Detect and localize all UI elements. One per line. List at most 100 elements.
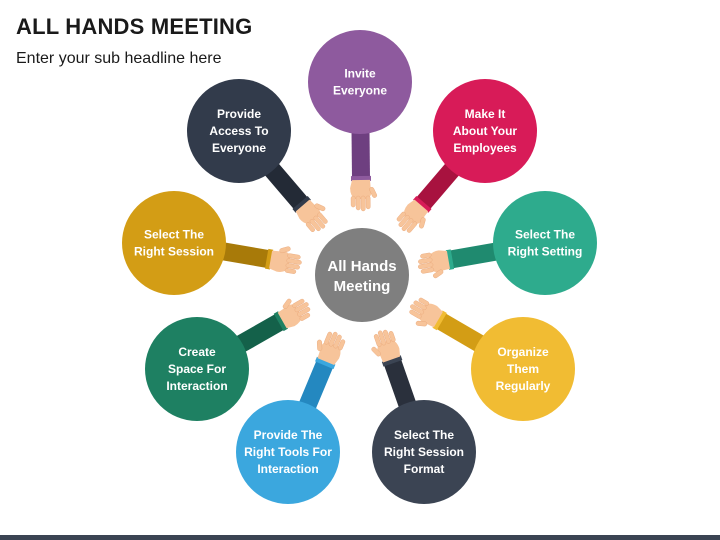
hand-thumb [314,203,326,212]
sleeve-arm [263,161,310,212]
hand-finger [360,195,366,212]
hand-icon [277,298,311,329]
hand-icon [295,199,328,233]
sleeve-arm [414,161,461,212]
hand-finger [365,195,371,210]
sleeve-cuff [273,311,288,332]
hand-finger [284,268,297,274]
hand-finger [418,297,430,306]
sleeve-cuff [264,248,274,270]
hand-finger [388,331,396,343]
node-circle [122,191,226,295]
footer-bar [0,535,720,540]
hand-finger [409,309,422,319]
hand-finger [317,212,328,224]
sleeve-arm [433,311,487,353]
hand-finger [333,334,342,349]
sleeve-cuff [445,249,455,270]
center-hub-circle [315,228,409,322]
sleeve-cuff [315,356,336,370]
hand-thumb [317,339,323,352]
sleeve-cuff [413,195,432,213]
hand-icon [317,331,346,366]
hand-finger [328,331,338,347]
hand-icon [418,250,451,279]
sleeve-arm [446,242,500,269]
hand-finger [355,195,361,211]
hand-finger [292,298,305,308]
hand-finger [396,211,406,222]
hand-icon [269,246,302,274]
sleeve-arm [298,358,335,412]
hand-finger [377,330,387,346]
hand-finger [299,312,311,321]
sleeve-cuff [292,195,311,213]
hand-finger [401,218,414,232]
hand-icon [371,329,401,363]
hand-finger [406,221,418,233]
node-circle [308,30,412,134]
hand-thumb [433,269,444,279]
hand-icon [409,297,443,328]
node-circle [236,400,340,504]
hand-finger [383,329,391,344]
node-circle [187,79,291,183]
hand-finger [418,257,433,264]
sleeve-arm [219,242,273,269]
hand-finger [398,214,410,228]
hand-thumb [415,320,428,327]
page-title: ALL HANDS MEETING [16,14,253,39]
hand-finger [309,218,321,232]
hand-palm [350,179,372,200]
hand-thumb [369,187,378,198]
sleeve-cuff [432,310,447,331]
hand-finger [418,262,434,270]
node-circle [433,79,537,183]
node-circle [145,317,249,421]
hand-icon [396,199,429,233]
sleeve-arm [351,129,371,181]
hand-finger [324,331,333,345]
hand-connectors [219,129,500,412]
node-circle [372,400,476,504]
sleeve-cuff [381,355,403,367]
hand-finger [313,215,326,229]
sleeve-arm [234,312,287,354]
node-circle [471,317,575,421]
hand-finger [420,252,432,259]
hand-thumb [371,346,381,357]
page-subtitle: Enter your sub headline here [16,50,222,67]
hand-finger [287,253,301,260]
hand-finger [286,258,302,265]
hand-finger [410,304,425,315]
hand-finger [297,307,311,317]
node-circle [493,191,597,295]
hand-finger [294,302,309,313]
hand-icon [350,179,378,212]
hand-palm [428,250,451,273]
hand-finger [350,195,356,208]
hand-finger [373,334,382,348]
hand-finger [337,339,346,351]
hand-palm [269,250,291,272]
